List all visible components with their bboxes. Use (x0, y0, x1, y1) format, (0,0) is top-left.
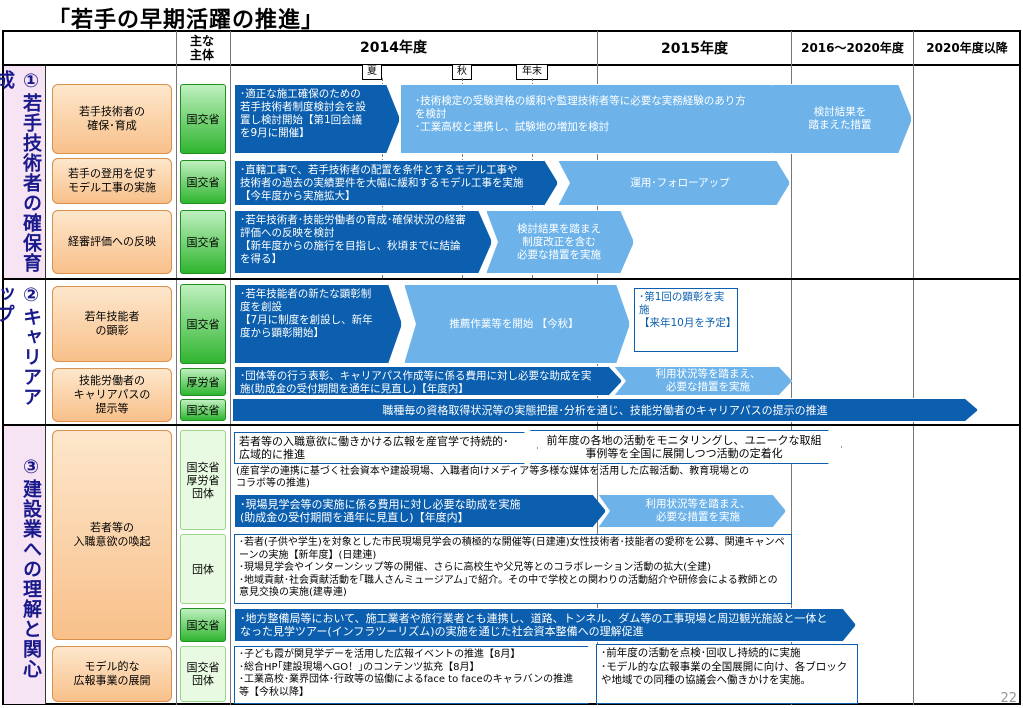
step-usage-measures: 利用状況等を踏まえ、 必要な措置を実施 (614, 366, 792, 396)
year-2020-header: 2020年度以降 (926, 41, 1008, 55)
year-2014-header: 2014年度 (360, 40, 427, 56)
year-2015-header: 2015年度 (661, 40, 728, 57)
year-2016-2020-header: 2016～2020年度 (801, 41, 904, 55)
step-first-award: ･第1回の顕彰を実施 【来年10月を予定】 (634, 288, 738, 352)
step-measures-based-on-review: 検討結果を 踏まえた措置 (772, 84, 912, 154)
item-model-construction: 若手の登用を促す モデル工事の実施 (52, 158, 172, 204)
step-system-revision: 検討結果を踏まえ 制度改正を含む 必要な措置を実施 (486, 210, 634, 274)
agency-mlit: 国交省 (180, 84, 226, 154)
step-operation-followup: 運用･フォローアップ (558, 160, 790, 206)
step-infra-tourism: ･地方整備局等において、施工業者や旅行業者とも連携し、道路、トンネル、ダム等の工… (234, 608, 856, 642)
agency-mlit: 国交省 (180, 284, 226, 364)
step-pr-events: ･子ども霞が関見学デーを活用した広報イベントの推進【8月】 ･総合HP｢建設現場… (234, 646, 602, 704)
step-subsidy-awards: ･団体等の行う表彰、キャリアパス作成等に係る費用に対し必要な助成を実施(助成金の… (234, 366, 622, 396)
step-nomination-start: 推薦作業等を開始 【今秋】 (404, 284, 630, 364)
agency-mlit-mhlw-org: 国交省 厚労省 団体 (180, 430, 226, 530)
agency-mlit: 国交省 (180, 160, 226, 204)
agency-org: 団体 (180, 534, 226, 604)
step-site-visit-subsidy: ･現場見学会等の実施に係る費用に対し必要な助成を実施 (助成金の受付期間を通年に… (234, 494, 606, 528)
step-organization-activities: ･若者(子供や学生)を対象とした市民現場見学会の積極的な開催等(日建連)女性技術… (234, 534, 792, 604)
agency-mlit: 国交省 (180, 399, 226, 421)
col-divider (791, 31, 792, 705)
agency-mlit-org: 国交省 団体 (180, 646, 226, 702)
step-evaluation-review: ･若年技術者･技能労働者の育成･確保状況の経審評価への反映を検討 【新年度からの… (234, 210, 492, 274)
header-divider (2, 64, 1021, 66)
section-1-label: ①若手技術者の確保育成 (0, 66, 46, 278)
col-divider (176, 31, 177, 705)
section-2-label: ②キャリアアップ (0, 280, 46, 424)
step-pr-nationwide: ･前年度の活動を点検･回収し持続的に実施 ･モデル的な広報事業の全国展開に向け、… (596, 644, 858, 704)
item-evaluation-reflection: 経審評価への反映 (52, 210, 172, 274)
step-award-system: ･若年技能者の新たな顕彰制度を創設 【7月に制度を創設し、新年度から顕彰開始】 (234, 284, 402, 364)
note-collaboration: (産官学の連携に基づく社会資本や建設現場、入職者向けメディア等多様な媒体を活用し… (236, 466, 750, 489)
item-model-pr: モデル的な 広報事業の展開 (52, 646, 172, 702)
step-monitoring-rollout: 前年度の各地の活動をモニタリングし、ユニークな取組事例等を全国に展開しつつ活動の… (530, 430, 842, 464)
step-industry-pr: 若者等の入職意欲に働きかける広報を産官学で持続的･広域的に推進 (234, 432, 538, 464)
section-divider (2, 424, 1021, 426)
item-young-technician-award: 若年技能者 の顕彰 (52, 286, 172, 362)
step-committee-setup: ･適正な施工確保のための若手技術者制度検討会を設置し検討開始【第1回会議を9月に… (234, 84, 400, 154)
step-qualification-review: ･技術検定の受験資格の緩和や監理技術者等に必要な実務経験のあり方を検討 ･工業高… (400, 84, 792, 154)
step-model-construction: ･直轄工事で、若手技術者の配置を条件とするモデル工事や技術者の過去の実績要件を大… (234, 160, 558, 206)
agency-header: 主な 主体 (189, 33, 214, 62)
section-divider (2, 278, 1021, 280)
pin-summer: 夏 (362, 64, 382, 80)
agency-mlit: 国交省 (180, 210, 226, 274)
step-site-visit-measures: 利用状況等を踏まえ、 必要な措置を実施 (598, 494, 786, 528)
item-youth-motivation: 若者等の 入職意欲の喚起 (52, 430, 172, 640)
item-career-path: 技能労働者の キャリアパスの 提示等 (52, 368, 172, 422)
page-number: 22 (1000, 691, 1017, 706)
section-3-label: ③建設業への理解と関心 (4, 426, 46, 704)
col-divider (913, 31, 914, 705)
item-young-engineer-training: 若手技術者の 確保･育成 (52, 84, 172, 154)
step-career-path-promotion: 職種毎の資格取得状況等の実態把握･分析を通じ、技能労働者のキャリアパスの提示の推… (232, 398, 978, 422)
page-title: 「若手の早期活躍の推進」 (48, 8, 325, 33)
col-divider (230, 31, 231, 705)
roadmap-frame (2, 30, 1021, 705)
agency-mhlw: 厚労省 (180, 368, 226, 396)
agency-mlit: 国交省 (180, 608, 226, 642)
